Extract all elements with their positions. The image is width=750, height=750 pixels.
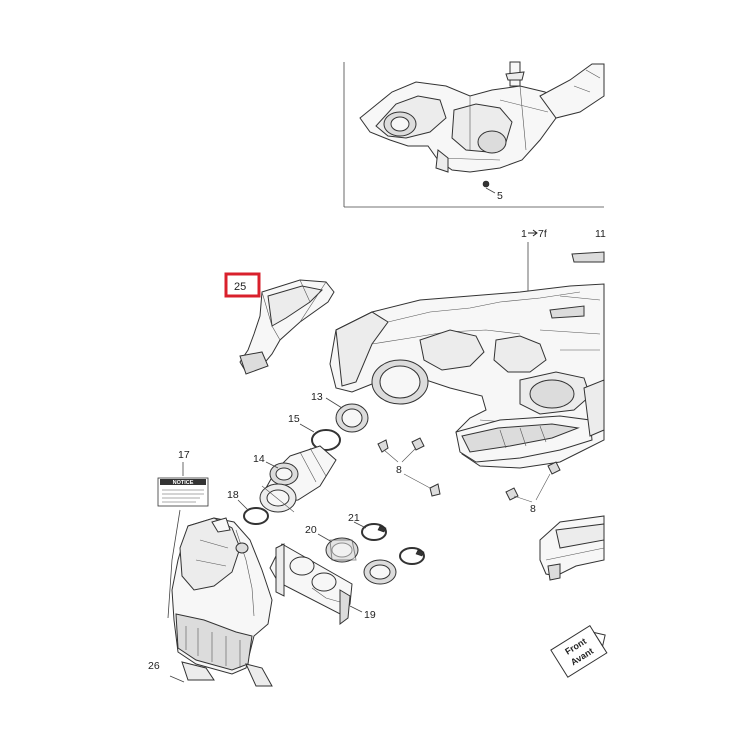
- label-15: 15: [288, 413, 300, 425]
- label-17: 17: [178, 449, 190, 461]
- part-8-leaders: [383, 447, 551, 503]
- label-21: 21: [348, 512, 360, 524]
- decal-title: NOTICE: [173, 480, 194, 486]
- label-7f: 7f: [538, 228, 547, 240]
- label-20: 20: [305, 524, 317, 536]
- inset-frame: [343, 62, 604, 208]
- part-17-notice-decal: NOTICE: [157, 477, 209, 507]
- highlight-box-25: [224, 272, 261, 298]
- part-8-clips: [377, 437, 561, 501]
- part-15-ring: [311, 429, 341, 451]
- label-11: 11: [595, 228, 606, 240]
- part-11-strip: [571, 251, 605, 263]
- part-26-airbox: [171, 517, 273, 687]
- part-19-plate: [269, 543, 353, 625]
- label-25: 25: [234, 281, 246, 293]
- right-edge-duct: [539, 515, 605, 581]
- part-21-clamps: [361, 523, 425, 565]
- label-1: 1: [521, 228, 527, 240]
- part-13-seal: [335, 403, 369, 433]
- label-5: 5: [497, 190, 503, 202]
- label-13: 13: [311, 391, 323, 403]
- label-8a: 8: [396, 464, 402, 476]
- main-intake-housing: [329, 283, 605, 469]
- label-14: 14: [253, 453, 265, 465]
- label-8b: 8: [530, 503, 536, 515]
- arrow-icon: [528, 229, 538, 237]
- part-18-oring: [243, 507, 269, 525]
- part-14-flange: [259, 483, 297, 513]
- label-26: 26: [148, 660, 160, 672]
- part-25-duct: [239, 279, 335, 375]
- front-direction-stamp: Front Avant: [550, 625, 608, 678]
- inset-airbox-housing: [359, 61, 605, 188]
- part-20-couplers: [325, 537, 397, 585]
- label-18: 18: [227, 489, 239, 501]
- label-19: 19: [364, 609, 376, 621]
